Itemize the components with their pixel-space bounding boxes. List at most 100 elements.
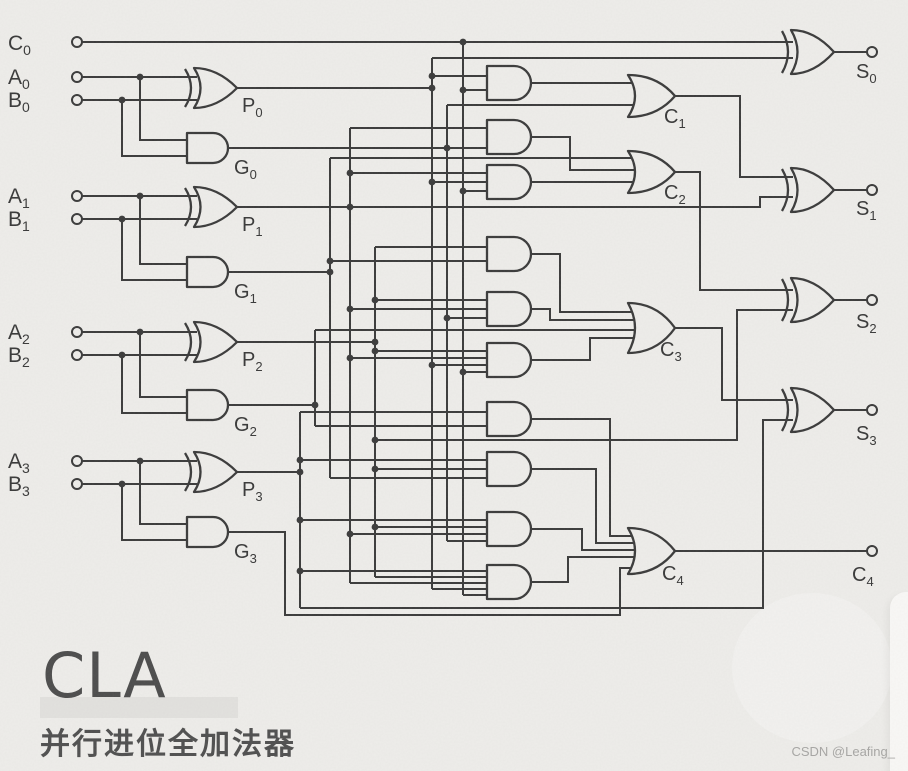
junction-dot	[371, 347, 379, 355]
input-terminal	[71, 349, 83, 361]
s3-label-main: S	[856, 423, 869, 445]
xor-gate-input-arc	[184, 187, 193, 227]
s1-label-main: S	[856, 198, 869, 220]
and-gate	[185, 388, 230, 422]
junction-dot	[459, 86, 467, 94]
output-terminal	[866, 46, 878, 58]
xor-gate	[789, 166, 836, 214]
output-terminal	[866, 545, 878, 557]
wire	[531, 556, 640, 583]
s1-label: S1	[856, 198, 877, 223]
input-terminal	[71, 478, 83, 490]
input-terminal	[71, 94, 83, 106]
xor-gate-input-arc	[184, 452, 193, 492]
junction-dot	[443, 314, 451, 322]
g3-label-sub: 3	[250, 551, 257, 566]
b1-label: B1	[8, 208, 30, 234]
b3-label-main: B	[8, 473, 22, 496]
wire	[139, 461, 197, 525]
and-gate	[485, 290, 533, 328]
junction-dot	[296, 516, 304, 524]
wire	[531, 308, 640, 321]
junction-dot	[136, 457, 144, 465]
a0-label-main: A	[8, 66, 22, 89]
xor-gate	[192, 185, 239, 229]
b0-label: B0	[8, 89, 30, 115]
wire	[139, 77, 197, 141]
page-title: CLA	[42, 639, 167, 712]
a2-label-main: A	[8, 321, 22, 344]
and-gate	[485, 400, 533, 438]
b1-label-sub: 1	[22, 218, 30, 234]
g3-label: G3	[234, 541, 257, 566]
wire	[531, 468, 640, 544]
a2-label-sub: 2	[22, 331, 30, 347]
input-terminal	[71, 190, 83, 202]
junction-dot	[296, 456, 304, 464]
p3-label-sub: 3	[255, 489, 262, 504]
and-gate	[485, 235, 533, 273]
junction-dot	[371, 465, 379, 473]
junction-dot	[136, 192, 144, 200]
xor-gate-input-arc	[780, 30, 790, 74]
g0-label: G0	[234, 157, 257, 182]
junction-dot	[371, 523, 379, 531]
junction-dot	[326, 257, 334, 265]
g1-label: G1	[234, 281, 257, 306]
s3-label: S3	[856, 423, 877, 448]
c0-label-main: C	[8, 32, 23, 55]
g2-label-sub: 2	[250, 424, 257, 439]
c0-label: C0	[8, 32, 31, 58]
s0-label-main: S	[856, 61, 869, 83]
xor-gate	[789, 276, 836, 324]
junction-dot	[118, 480, 126, 488]
a0-label-sub: 0	[22, 76, 30, 92]
junction-dot	[346, 169, 354, 177]
junction-dot	[371, 436, 379, 444]
c3-label-sub: 3	[674, 349, 681, 364]
and-gate	[485, 563, 533, 601]
b2-label-sub: 2	[22, 354, 30, 370]
junction-dot	[346, 305, 354, 313]
p2-label-sub: 2	[255, 359, 262, 374]
junction-dot	[459, 38, 467, 46]
input-terminal	[71, 213, 83, 225]
junction-dot	[371, 296, 379, 304]
junction-dot	[459, 187, 467, 195]
wire	[675, 171, 793, 291]
and-gate	[185, 515, 230, 549]
s0-label-sub: 0	[869, 71, 876, 86]
wire	[121, 100, 197, 157]
wire	[675, 95, 793, 178]
g0-label-sub: 0	[250, 167, 257, 182]
and-gate	[485, 450, 533, 488]
output-terminal	[866, 404, 878, 416]
p1-label: P1	[242, 214, 263, 239]
p1-label-sub: 1	[255, 224, 262, 239]
wire	[139, 332, 197, 398]
wire	[531, 337, 640, 361]
c4-label: C4	[662, 563, 684, 588]
input-terminal	[71, 36, 83, 48]
p3-label: P3	[242, 479, 263, 504]
c0-label-sub: 0	[23, 42, 31, 58]
junction-dot	[346, 530, 354, 538]
input-terminal	[71, 455, 83, 467]
b0-label-sub: 0	[22, 99, 30, 115]
junction-dot	[136, 328, 144, 336]
and-gate	[485, 341, 533, 379]
p1-label-main: P	[242, 214, 255, 236]
wire	[300, 419, 793, 609]
c2-label-main: C	[664, 182, 678, 204]
xor-gate-input-arc	[184, 68, 193, 108]
p0-label: P0	[242, 95, 263, 120]
junction-dot	[326, 268, 334, 276]
b3-label-sub: 3	[22, 483, 30, 499]
wire	[121, 355, 197, 414]
junction-dot	[118, 351, 126, 359]
g0-label-main: G	[234, 157, 250, 179]
c4_out-label-sub: 4	[866, 574, 873, 589]
junction-dot	[118, 96, 126, 104]
a1-label-sub: 1	[22, 195, 30, 211]
output-terminal	[866, 294, 878, 306]
